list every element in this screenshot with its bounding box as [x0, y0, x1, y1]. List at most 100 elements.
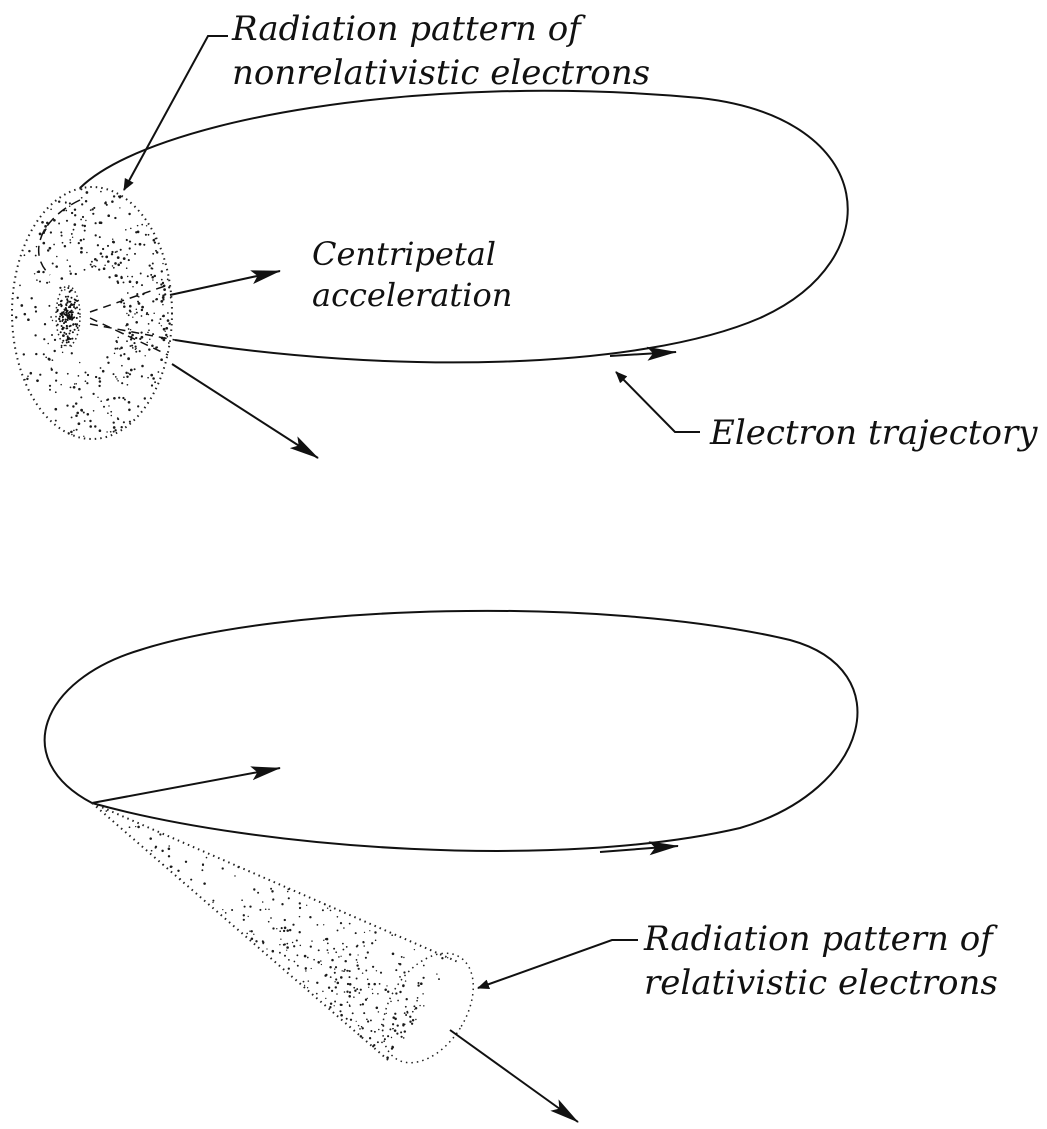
bottom-centripetal-acceleration-arrow: [92, 768, 280, 803]
stipple-dot: [126, 267, 128, 269]
stipple-dot: [346, 946, 348, 948]
stipple-dot: [114, 353, 115, 354]
stipple-dot: [313, 959, 315, 961]
stipple-dot: [99, 380, 102, 383]
stipple-dot: [58, 304, 60, 306]
stipple-dot: [72, 331, 74, 333]
stipple-dot: [167, 312, 169, 314]
stipple-dot: [129, 305, 132, 308]
stipple-dot: [132, 286, 133, 287]
stipple-dot: [163, 328, 166, 331]
stipple-dot: [34, 306, 36, 308]
stipple-dot: [119, 196, 121, 198]
stipple-dot: [249, 905, 251, 907]
stipple-dot: [419, 1005, 420, 1006]
stipple-dot: [403, 971, 405, 973]
top-velocity-arrow: [172, 364, 318, 458]
stipple-dot: [257, 892, 259, 894]
stipple-dot: [168, 286, 170, 288]
stipple-dot: [296, 939, 298, 941]
stipple-dot: [330, 1002, 332, 1004]
stipple-dot: [76, 325, 78, 327]
stipple-dot: [372, 989, 373, 990]
stipple-dot: [129, 345, 131, 347]
stipple-dot: [39, 280, 41, 282]
stipple-dot: [306, 905, 307, 906]
bottom-radiation-label-line1: Radiation pattern of: [643, 919, 998, 959]
stipple-dot: [83, 436, 84, 437]
stipple-dot: [165, 334, 167, 336]
stipple-dot: [141, 224, 143, 226]
stipple-dot: [391, 1046, 393, 1048]
stipple-dot: [75, 415, 78, 418]
stipple-dot: [66, 404, 68, 406]
stipple-dot: [61, 277, 64, 280]
stipple-dot: [152, 333, 154, 335]
stipple-dot: [360, 1004, 362, 1006]
stipple-dot: [322, 909, 324, 911]
stipple-dot: [148, 234, 150, 236]
stipple-dot: [43, 353, 45, 355]
stipple-dot: [349, 983, 352, 986]
stipple-dot: [49, 385, 51, 387]
stipple-dot: [346, 970, 348, 972]
stipple-dot: [309, 916, 311, 918]
stipple-dot: [344, 960, 346, 962]
stipple-dot: [322, 991, 323, 992]
stipple-dot: [331, 959, 334, 962]
stipple-dot: [70, 387, 72, 389]
stipple-dot: [70, 304, 72, 306]
stipple-dot: [128, 332, 131, 335]
stipple-dot: [72, 237, 73, 238]
stipple-dot: [115, 274, 118, 277]
stipple-dot: [346, 1018, 348, 1020]
stipple-dot: [335, 966, 337, 968]
stipple-dot: [129, 826, 131, 828]
stipple-dot: [84, 371, 86, 373]
stipple-dot: [323, 924, 324, 925]
stipple-dot: [381, 1042, 383, 1044]
stipple-dot: [54, 408, 57, 411]
stipple-dot: [95, 234, 97, 236]
stipple-dot: [259, 909, 261, 911]
stipple-dot: [128, 372, 129, 373]
stipple-dot: [401, 956, 403, 958]
stipple-dot: [72, 323, 74, 325]
stipple-dot: [404, 1030, 406, 1032]
stipple-dot: [368, 983, 371, 986]
stipple-dot: [311, 968, 312, 969]
stipple-dot: [363, 1012, 365, 1014]
stipple-dot: [113, 267, 115, 269]
stipple-dot: [129, 311, 131, 313]
stipple-dot: [76, 412, 79, 415]
stipple-dot: [151, 384, 153, 386]
top-acceleration-label-line1: Centripetal: [312, 235, 496, 273]
stipple-dot: [129, 241, 131, 243]
stipple-dot: [150, 274, 152, 276]
stipple-dot: [152, 262, 154, 264]
stipple-dot: [167, 319, 170, 322]
stipple-dot: [139, 243, 142, 246]
stipple-dot: [334, 972, 336, 974]
stipple-dot: [74, 299, 76, 301]
stipple-dot: [392, 953, 395, 956]
stipple-dot: [299, 931, 301, 933]
stipple-dot: [335, 986, 337, 988]
stipple-dot: [422, 977, 424, 979]
stipple-dot: [323, 940, 324, 941]
stipple-dot: [161, 279, 163, 281]
stipple-dot: [334, 981, 335, 982]
stipple-dot: [117, 380, 119, 382]
stipple-dot: [374, 931, 376, 933]
stipple-dot: [139, 350, 141, 352]
stipple-dot: [330, 976, 332, 978]
stipple-dot: [100, 252, 103, 255]
stipple-dot: [68, 337, 70, 339]
stipple-dot: [409, 1016, 411, 1018]
stipple-dot: [299, 902, 301, 904]
stipple-dot: [99, 236, 101, 238]
stipple-dot: [325, 998, 326, 999]
stipple-dot: [120, 262, 122, 264]
stipple-dot: [113, 426, 116, 429]
bottom-diagram: Radiation pattern of relativistic electr…: [45, 611, 999, 1122]
